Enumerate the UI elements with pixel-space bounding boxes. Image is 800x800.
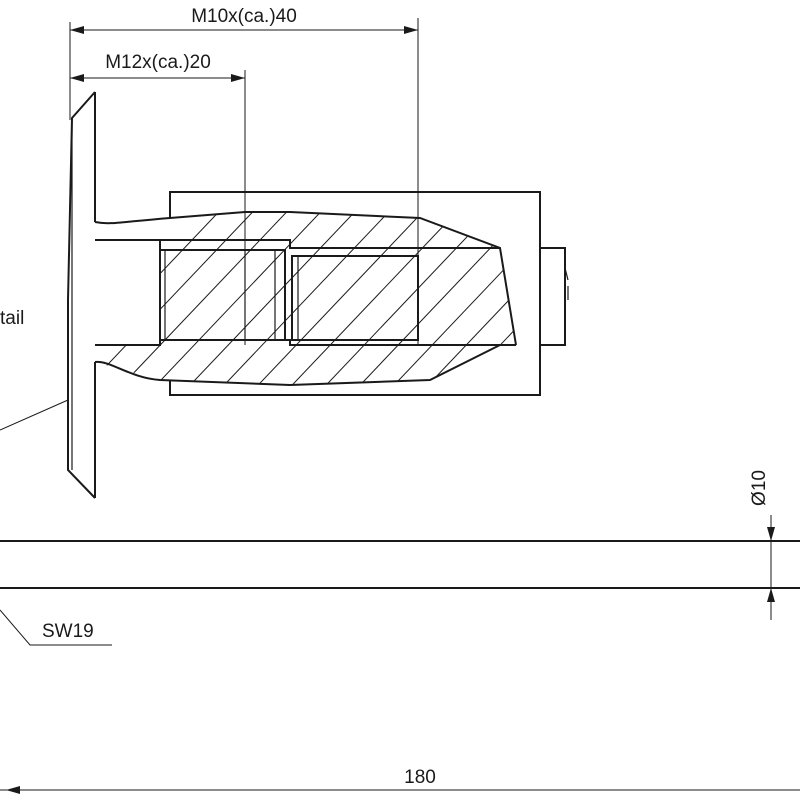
rod: [0, 540, 800, 589]
hatch-line: [345, 212, 516, 385]
section-hatching: [95, 200, 800, 400]
nut-body: [169, 191, 569, 396]
detail-label: tail: [0, 308, 24, 329]
dimension-length: 180: [0, 767, 800, 794]
dimension-diameter: Ø10: [749, 470, 775, 620]
hatch-line: [515, 212, 516, 385]
hatch-line: [277, 212, 469, 385]
hatch-line: [652, 200, 800, 400]
dimension-m10: M10x(ca.)40: [69, 6, 419, 345]
dimension-sw: SW19: [0, 609, 112, 646]
flange-disc: [67, 91, 96, 499]
hatch-line: [175, 212, 367, 385]
hatch-line: [141, 212, 333, 385]
hatch-line: [209, 212, 401, 385]
hatch-line: [95, 212, 265, 385]
hatch-line: [107, 212, 299, 385]
hatch-line: [618, 200, 800, 400]
dimension-m12: M12x(ca.)20: [70, 52, 246, 345]
dim-sw-label: SW19: [42, 621, 94, 642]
dim-m12-label: M12x(ca.)20: [105, 52, 211, 73]
detail-leader: [0, 399, 69, 431]
hatch-line: [447, 212, 516, 385]
hatch-line: [311, 212, 503, 385]
dim-diameter-label: Ø10: [749, 470, 770, 506]
hatch-line: [550, 200, 740, 400]
hatch-line: [686, 200, 800, 400]
hatch-line: [243, 212, 435, 385]
hatch-line: [584, 200, 774, 400]
dim-length-label: 180: [404, 767, 436, 788]
hatch-line: [379, 212, 516, 385]
hatch-line: [481, 212, 516, 385]
threaded-insert-section: [94, 200, 800, 400]
dim-m10-label: M10x(ca.)40: [191, 6, 297, 27]
